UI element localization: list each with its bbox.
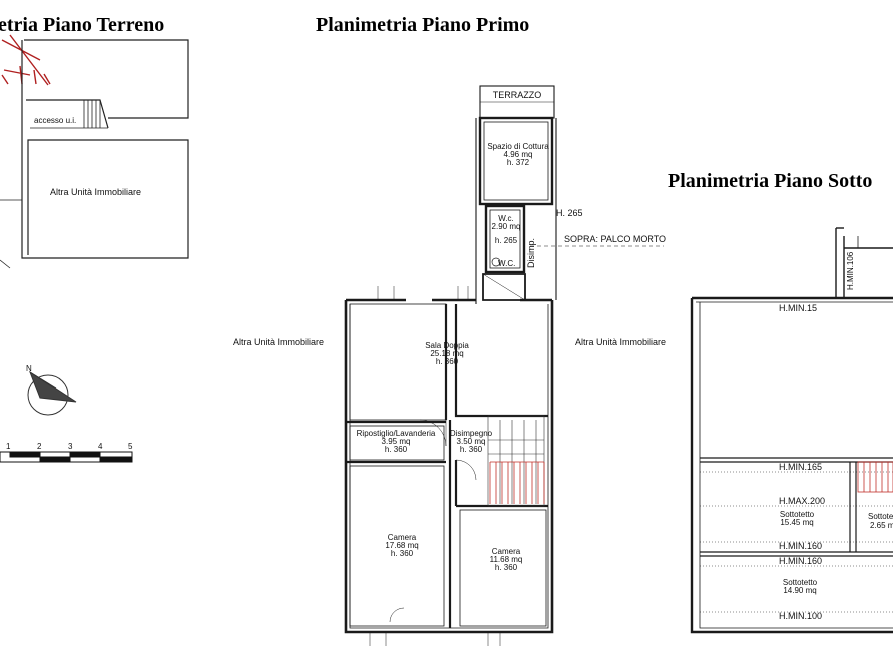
attic-hmin15-label: H.MIN.15 bbox=[779, 303, 818, 313]
camera2-height: h. 360 bbox=[494, 563, 518, 572]
wc-name: W.c. bbox=[498, 214, 514, 223]
disimpegno-name: Disimpegno bbox=[449, 429, 493, 438]
kitchen-name: Spazio di Cottura bbox=[487, 142, 549, 151]
compass-north-label: N bbox=[26, 364, 32, 373]
scale-tick: 4 bbox=[98, 442, 103, 451]
scale-tick: 2 bbox=[37, 442, 42, 451]
first-floor-stairs-red bbox=[489, 461, 545, 504]
ripostiglio-area: 3.95 mq bbox=[381, 437, 411, 446]
wc-area: 2.90 mq bbox=[491, 222, 521, 231]
logo-stamp bbox=[1, 34, 51, 86]
h265-label: H. 265 bbox=[556, 208, 583, 218]
first-floor-title: Planimetria Piano Primo bbox=[316, 14, 530, 36]
first-right-neighbor-label: Altra Unità Immobiliare bbox=[575, 337, 667, 347]
ground-floor-title: etria Piano Terreno bbox=[0, 14, 165, 36]
camera1-area: 17.68 mq bbox=[385, 541, 419, 550]
wc-height: h. 265 bbox=[494, 236, 518, 245]
disimpegno-area: 3.50 mq bbox=[456, 437, 486, 446]
scale-bar bbox=[0, 451, 133, 463]
attic-hmin160b-label: H.MIN.160 bbox=[779, 556, 823, 566]
scale-tick: 5 bbox=[128, 442, 133, 451]
palco-morto-note: SOPRA: PALCO MORTO bbox=[564, 234, 667, 244]
ground-floor-plan bbox=[0, 34, 189, 269]
sala-height: h. 360 bbox=[435, 357, 459, 366]
terrace-label: TERRAZZO bbox=[492, 90, 542, 100]
sala-area: 25.18 mq bbox=[430, 349, 464, 358]
camera2-name: Camera bbox=[491, 547, 521, 556]
attic-hmin165-label: H.MIN.165 bbox=[779, 462, 823, 472]
camera2-area: 11.68 mq bbox=[489, 555, 523, 564]
disimpegno-height: h. 360 bbox=[459, 445, 483, 454]
first-left-neighbor-label: Altra Unità Immobiliare bbox=[233, 337, 325, 347]
attic-room1-name: Sottotetto bbox=[779, 510, 815, 519]
attic-plan bbox=[690, 227, 893, 634]
kitchen-height: h. 372 bbox=[506, 158, 530, 167]
ripostiglio-height: h. 360 bbox=[384, 445, 408, 454]
disimp-label: Disimp. bbox=[526, 237, 536, 268]
attic-room3-area: 14.90 mq bbox=[783, 586, 817, 595]
attic-floor-title: Planimetria Piano Sotto bbox=[668, 170, 873, 192]
access-label: accesso u.i. bbox=[34, 116, 77, 125]
ripostiglio-name: Ripostiglio/Lavanderia bbox=[356, 429, 436, 438]
compass-icon bbox=[27, 370, 77, 416]
scale-tick: 3 bbox=[68, 442, 73, 451]
attic-room2-area: 2.65 m bbox=[870, 521, 893, 530]
ground-other-unit-label: Altra Unità Immobiliare bbox=[50, 187, 142, 197]
wc-fixture-label: W.C. bbox=[498, 259, 516, 268]
attic-hmin106-label: H.MIN.106 bbox=[846, 251, 855, 290]
attic-room3-name: Sottotetto bbox=[782, 578, 818, 587]
first-floor-plan bbox=[344, 85, 664, 646]
sala-name: Sala Doppia bbox=[425, 341, 469, 350]
attic-room1-area: 15.45 mq bbox=[780, 518, 814, 527]
camera1-height: h. 360 bbox=[390, 549, 414, 558]
attic-hmin160a-label: H.MIN.160 bbox=[779, 541, 823, 551]
camera1-name: Camera bbox=[387, 533, 417, 542]
attic-room2-name: Sottotetto bbox=[868, 512, 893, 521]
scale-tick: 1 bbox=[6, 442, 11, 451]
attic-hmax200-label: H.MAX.200 bbox=[779, 496, 826, 506]
kitchen-area: 4.96 mq bbox=[503, 150, 533, 159]
attic-hmin100-label: H.MIN.100 bbox=[779, 611, 823, 621]
